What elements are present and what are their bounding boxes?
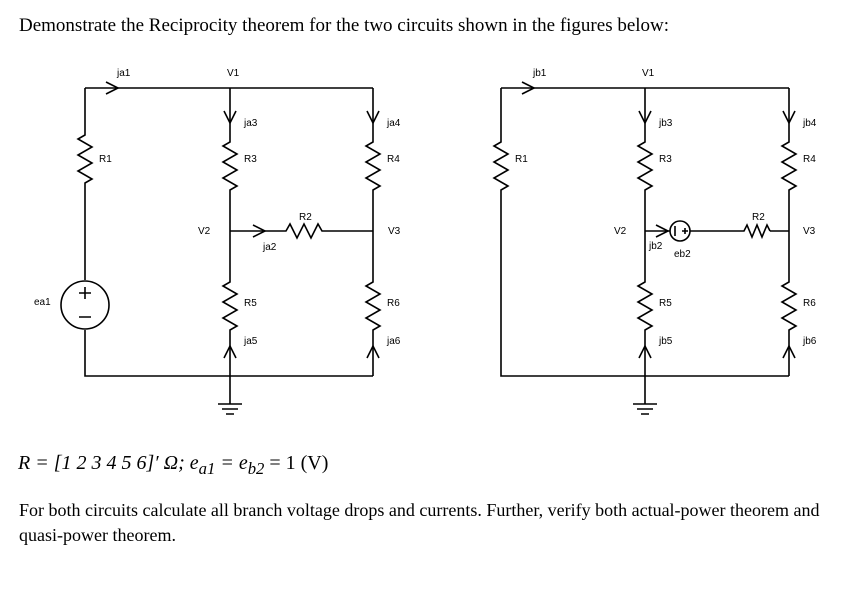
label-a-v2: V2 [198,226,211,237]
label-b-jb2: jb2 [648,241,663,252]
label-a-ja5: ja5 [243,336,258,347]
label-a-r3: R3 [244,154,257,165]
resistor-b-r5 [636,275,654,335]
arrow-b-jb5 [638,344,652,359]
resistor-a-r6 [364,275,382,335]
arrow-a-ja4 [366,110,380,125]
label-a-v1: V1 [227,68,240,79]
params-a1-subscript: a1 [198,459,216,478]
ground-b-icon [633,403,657,415]
params-b2-subscript: b2 [247,459,265,478]
params-r-vector: R = [1 2 3 4 5 6]′ Ω; [18,452,190,474]
arrow-b-jb2 [655,224,670,238]
circuit-figures: ja1 V1 ja3 ja4 R1 R3 R4 R2 V2 V3 ja2 ea1… [34,68,817,415]
label-b-r1: R1 [515,154,528,165]
resistor-b-r6 [780,275,798,335]
label-a-ja1: ja1 [116,68,131,79]
label-b-jb6: jb6 [802,336,817,347]
resistor-b-r2 [740,222,771,240]
label-b-jb1: jb1 [532,68,547,79]
label-a-r6: R6 [387,298,400,309]
arrow-a-ja5 [223,344,237,359]
params-e-symbol: e [189,452,199,474]
arrow-a-ja2 [252,224,267,238]
arrow-b-jb6 [782,344,796,359]
label-b-jb3: jb3 [658,118,673,129]
arrow-b-jb4 [782,110,796,125]
resistor-b-r3 [636,135,654,195]
circuit-b-wires [500,87,790,404]
problem-task: For both circuits calculate all branch v… [19,500,820,545]
label-b-eb2: eb2 [674,249,691,260]
label-a-r5: R5 [244,298,257,309]
arrow-b-jb3 [638,110,652,125]
label-a-ja4: ja4 [386,118,401,129]
voltage-source-b-eb2 [669,220,691,242]
label-b-jb5: jb5 [658,336,673,347]
arrow-a-ja3 [223,110,237,125]
arrow-a-ja1 [105,81,120,95]
label-b-r4: R4 [803,154,816,165]
resistor-a-r3 [221,135,239,195]
resistor-a-r2 [280,222,330,240]
label-a-ea1: ea1 [34,297,51,308]
arrow-a-ja6 [366,344,380,359]
label-a-r2: R2 [299,212,312,223]
label-b-v3: V3 [803,226,816,237]
label-b-r6: R6 [803,298,816,309]
label-b-v2: V2 [614,226,627,237]
problem-intro: Demonstrate the Reciprocity theorem for … [19,15,670,36]
label-a-v3: V3 [388,226,401,237]
resistor-b-r4 [780,135,798,195]
label-b-r3: R3 [659,154,672,165]
parameters-equation: R = [1 2 3 4 5 6]′ Ω; ea1 = eb2 = 1 (V) [18,452,328,479]
label-a-r4: R4 [387,154,400,165]
label-b-r2: R2 [752,212,765,223]
ground-a-icon [218,403,242,415]
resistor-a-r4 [364,135,382,195]
params-value: = 1 (V) [264,452,329,474]
label-b-jb4: jb4 [802,118,817,129]
resistor-a-r5 [221,275,239,335]
label-b-v1: V1 [642,68,655,79]
arrow-b-jb1 [521,81,536,95]
label-a-ja3: ja3 [243,118,258,129]
circuit-a: ja1 V1 ja3 ja4 R1 R3 R4 R2 V2 V3 ja2 ea1… [34,68,401,415]
label-a-ja2: ja2 [262,242,277,253]
params-equals: = e [215,452,248,474]
label-b-r5: R5 [659,298,672,309]
label-a-r1: R1 [99,154,112,165]
voltage-source-a-ea1 [60,280,110,330]
label-a-ja6: ja6 [386,336,401,347]
circuit-b: jb1 V1 jb3 jb4 R1 R3 R4 R2 V2 V3 jb2 eb2… [492,68,817,415]
resistor-b-r1 [492,135,510,195]
circuit-a-wires [84,87,374,404]
resistor-a-r1 [76,128,94,188]
